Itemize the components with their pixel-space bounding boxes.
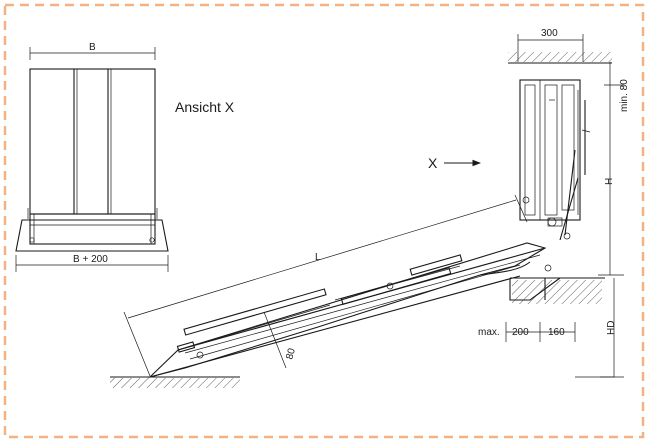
label-b: B [89,42,96,53]
door-frame [519,79,581,221]
label-ansicht-x: Ansicht X [175,99,235,115]
label-200: 200 [512,327,529,338]
ramp-body [148,242,547,379]
label-max: max. [478,327,500,338]
front-view: B B + 200 Ansicht X [15,42,235,272]
side-view: X 300 min. 80 H HD max. 200 160 L [110,28,630,388]
door-outline [29,68,156,215]
label-l: L [315,252,321,263]
label-hd: HD [606,321,617,335]
label-80: 80 [284,347,298,361]
label-min-80: min. 80 [619,79,630,112]
label-b-plus-200: B + 200 [73,254,108,265]
label-x-arrow: X [428,155,438,171]
base-plate [15,219,169,252]
dashed-frame [3,3,645,439]
label-h: H [604,178,615,185]
label-300: 300 [541,28,558,39]
label-160: 160 [548,327,565,338]
